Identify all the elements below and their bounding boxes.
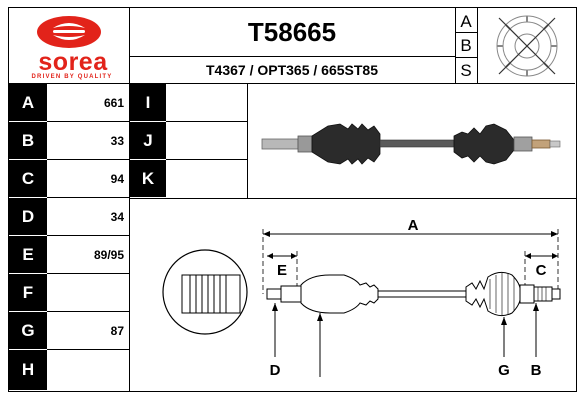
dim-label-e: E <box>277 262 287 279</box>
brand-logo: sorea DRIVEN BY QUALITY <box>9 8 129 83</box>
spec-value-d: 34 <box>110 209 124 224</box>
abs-letter-a: A <box>460 11 472 31</box>
spec-letter-i: I <box>130 84 166 121</box>
spec-value-k <box>166 160 247 197</box>
dim-label-g: G <box>498 362 510 379</box>
spec-letter-b: B <box>9 122 47 159</box>
spec-value-j <box>166 122 247 159</box>
shaft-dimension-drawing: A E C <box>162 217 561 379</box>
spec-letter-f: F <box>9 274 47 311</box>
spec-value-f <box>47 274 129 311</box>
abs-letter-b: B <box>460 35 472 55</box>
spec-value-g: 87 <box>110 323 124 338</box>
spec-value-h <box>47 350 129 390</box>
brand-tagline: DRIVEN BY QUALITY <box>31 74 113 80</box>
spec-value-i <box>166 84 247 121</box>
spec-value-a: 661 <box>103 95 124 110</box>
sorea-logo-icon <box>37 16 101 48</box>
dim-label-b: B <box>531 362 542 379</box>
spline-detail-icon <box>162 249 248 335</box>
spec-letter-h: H <box>9 350 47 390</box>
dim-label-c: C <box>536 262 547 279</box>
drive-shaft-photo <box>248 84 575 197</box>
brand-name: sorea <box>38 48 108 76</box>
dim-label-a: A <box>408 217 419 234</box>
spec-letter-a: A <box>9 84 47 121</box>
spec-letter-c: C <box>9 160 47 197</box>
dim-label-d: D <box>270 362 281 379</box>
technical-diagram: A E C <box>130 199 575 390</box>
spec-letter-g: G <box>9 312 47 349</box>
spec-letter-k: K <box>130 160 166 197</box>
spec-letter-j: J <box>130 122 166 159</box>
spec-value-e: 89/95 <box>93 247 124 262</box>
cross-references: T4367 / OPT365 / 665ST85 <box>206 61 378 78</box>
abs-letter-s: S <box>460 60 472 80</box>
abs-ring-crossed-icon <box>479 10 575 82</box>
spec-letter-d: D <box>9 198 47 235</box>
product-sheet: sorea DRIVEN BY QUALITY T58665 T4367 / O… <box>8 7 577 392</box>
spec-value-c: 94 <box>110 171 124 186</box>
part-number: T58665 <box>247 16 337 47</box>
spec-letter-e: E <box>9 236 47 273</box>
spec-value-b: 33 <box>110 133 124 148</box>
